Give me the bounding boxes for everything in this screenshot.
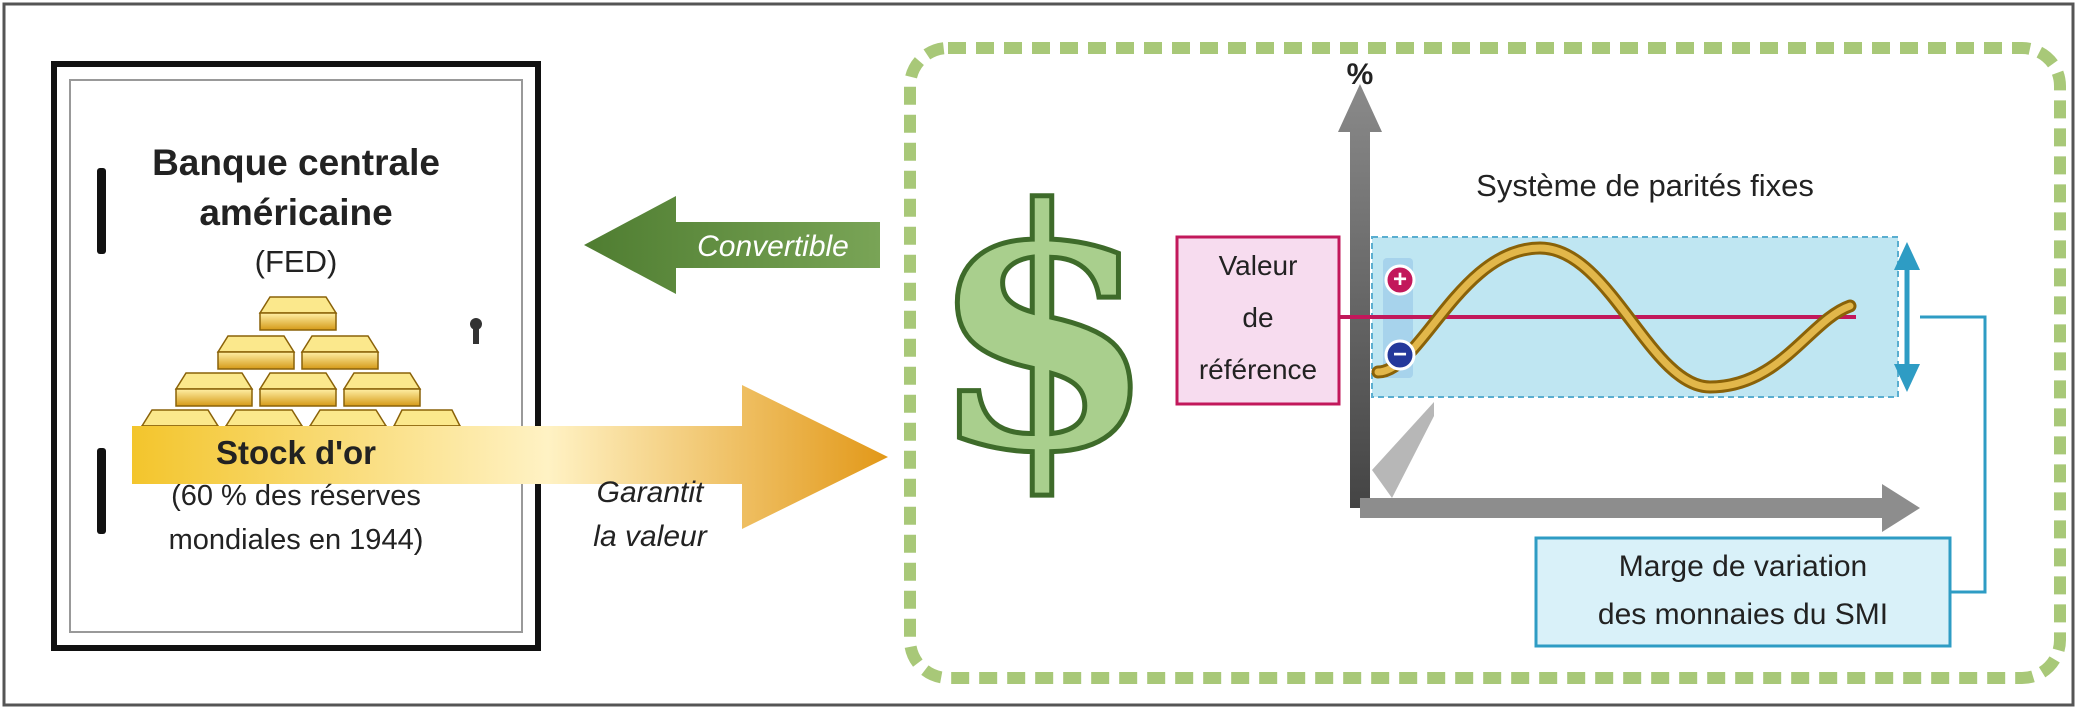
- bank-abbreviation: (FED): [254, 244, 338, 279]
- margin-line2: des monnaies du SMI: [1597, 598, 1889, 631]
- bank-title-line2: américaine: [199, 192, 393, 233]
- convertible-arrow: [584, 196, 880, 294]
- y-axis-arrow: [1338, 84, 1382, 508]
- reserves-line1: (60 % des réserves: [171, 480, 421, 512]
- reference-line2: de: [1242, 302, 1274, 333]
- guarantee-label-line2: la valeur: [593, 520, 707, 553]
- plus-badge: [1384, 264, 1416, 296]
- guarantee-label-line1: Garantit: [596, 476, 704, 509]
- keyhole-icon: [470, 318, 482, 344]
- gold-stock-label: Stock d'or: [215, 434, 377, 471]
- reference-line3: référence: [1198, 354, 1318, 385]
- x-axis-arrow: [1360, 484, 1920, 532]
- fed-vault-box: [51, 61, 541, 651]
- vault-hinge-bottom: [97, 448, 106, 534]
- vault-hinge-top: [97, 168, 106, 254]
- reference-box: [1175, 235, 1341, 406]
- reference-line1: Valeur: [1218, 250, 1298, 281]
- dollar-sign-icon: $: [926, 137, 1161, 525]
- margin-double-arrow: [1894, 242, 1920, 392]
- minus-badge: [1384, 339, 1416, 371]
- bank-title-line1: Banque centrale: [152, 142, 440, 183]
- reserves-line2: mondiales en 1944): [168, 524, 424, 556]
- guarantee-arrow: [132, 385, 888, 529]
- vault-inner-frame: [69, 79, 523, 633]
- convertible-label: Convertible: [697, 230, 849, 263]
- margin-line1: Marge de variation: [1618, 550, 1868, 583]
- minus-sign-text: −: [1392, 341, 1407, 368]
- oscillation-curve: [1374, 244, 1854, 391]
- dashed-frame: [904, 42, 2066, 684]
- graph-title: Système de parités fixes: [1476, 168, 1814, 203]
- y-axis-label: %: [1346, 58, 1374, 91]
- plus-sign-text: +: [1392, 266, 1407, 293]
- axis-3d-shadow: [1372, 402, 1434, 498]
- margin-box: [1534, 536, 1952, 648]
- margin-connector: [1920, 315, 1987, 594]
